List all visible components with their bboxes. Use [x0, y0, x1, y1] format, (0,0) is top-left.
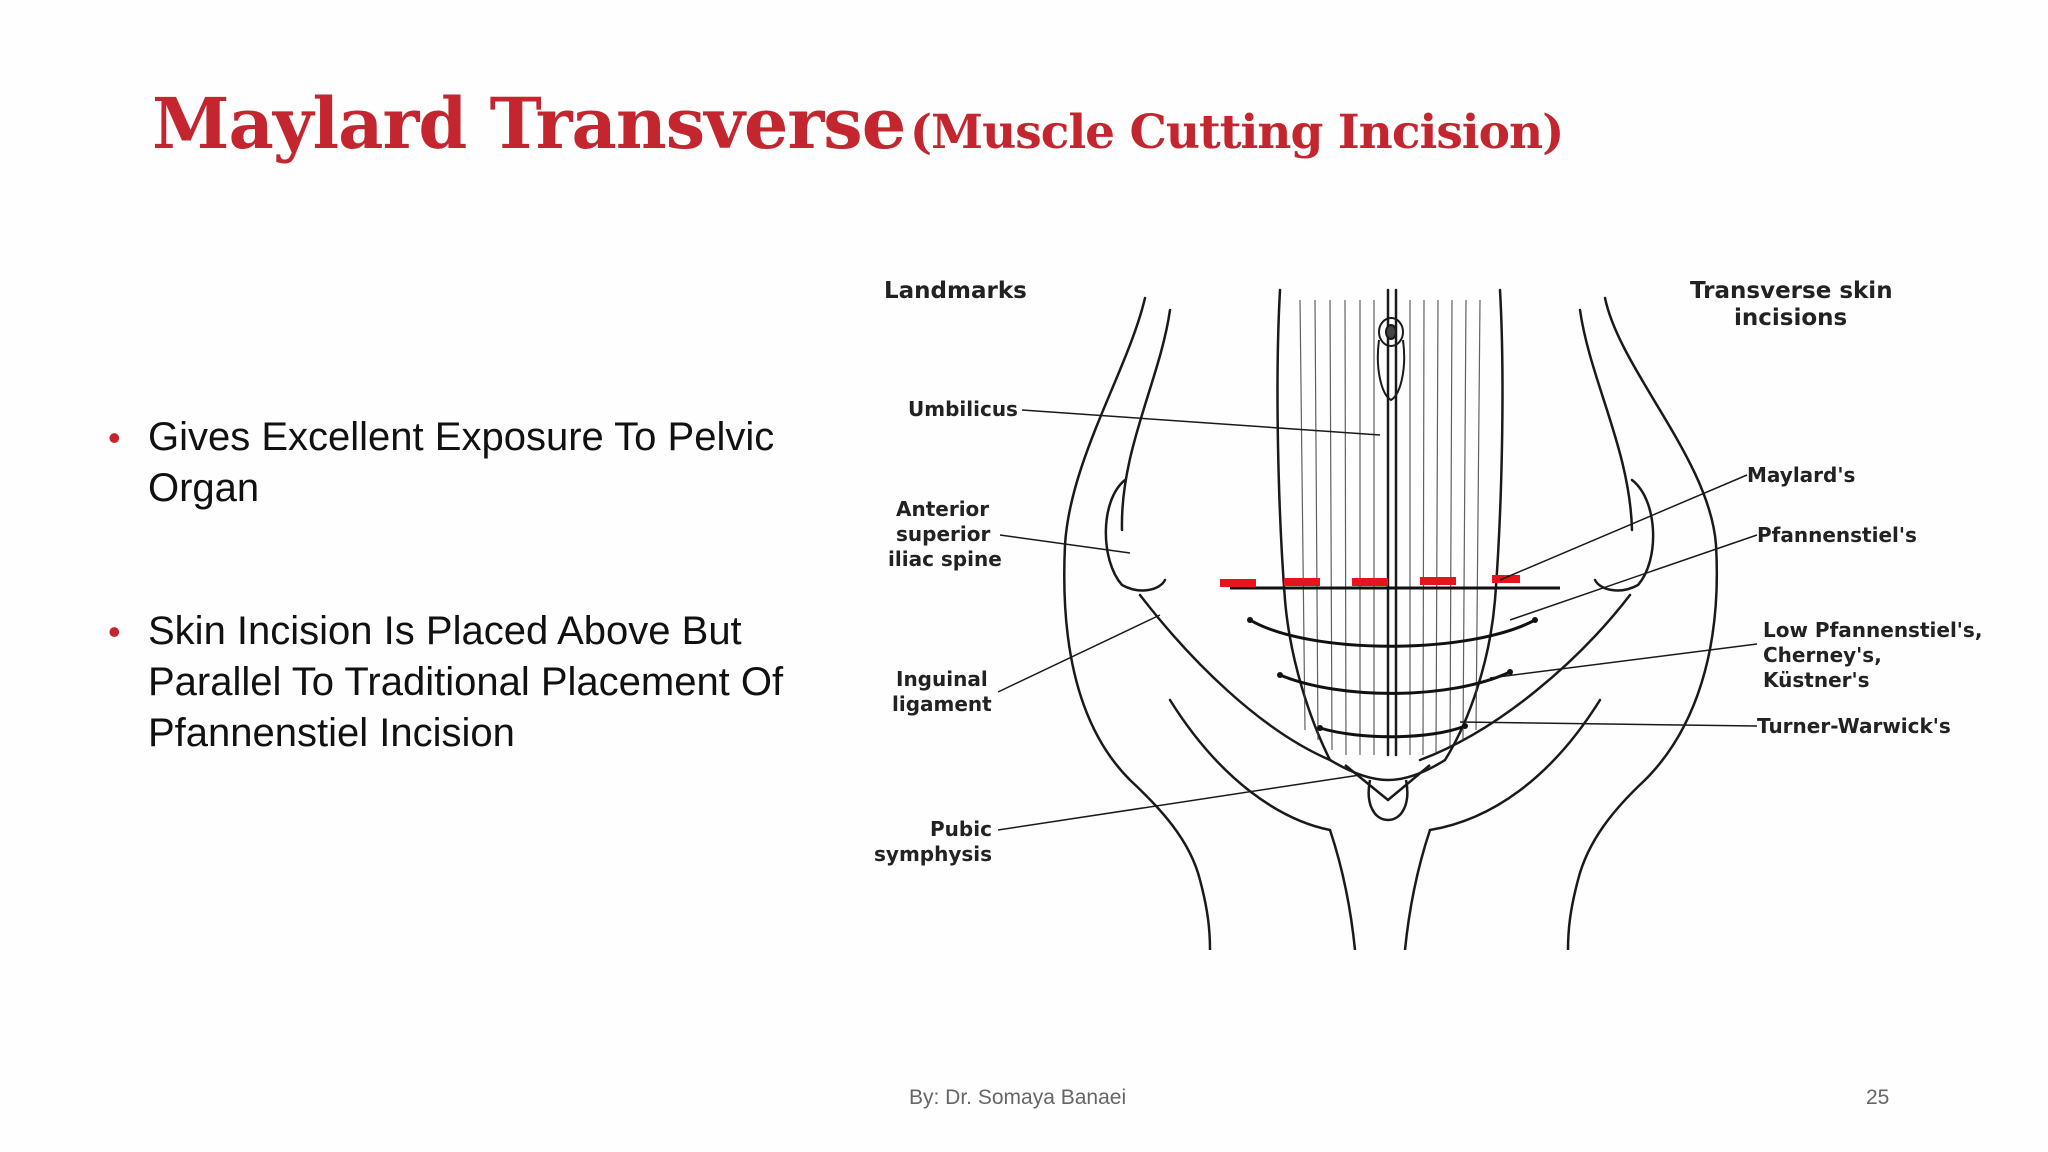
pubic-symphysis-shape — [1329, 758, 1446, 822]
thigh-line-left — [1328, 828, 1357, 950]
abdominal-incision-diagram: Landmarks Transverse skin incisions Umbi… — [874, 278, 1982, 950]
heading-incisions-line1: Transverse skin — [1690, 278, 1893, 304]
title-main: Maylard Transverse — [152, 82, 906, 165]
bullet-text: Gives Excellent Exposure To Pelvic Organ — [148, 415, 775, 510]
label-turner-warwick: Turner-Warwick's — [1757, 714, 1951, 738]
body-outline-left — [1063, 296, 1212, 950]
bullet-item: • Skin Incision Is Placed Above But Para… — [102, 606, 802, 759]
heading-incisions-line2: incisions — [1734, 305, 1847, 331]
thigh-line-right — [1403, 828, 1432, 950]
bullet-text: Skin Incision Is Placed Above But Parall… — [148, 609, 784, 755]
label-pfannenstiels: Pfannenstiel's — [1757, 523, 1917, 547]
body-outline-left-inner — [1120, 308, 1172, 532]
label-inguinal-line2: ligament — [892, 692, 992, 716]
maylard-red-dashed-marker — [1220, 575, 1520, 587]
bullet-dot-icon: • — [108, 417, 121, 458]
label-asis-line3: iliac spine — [888, 547, 1002, 571]
label-pubic-line2: symphysis — [874, 842, 992, 866]
incision-lines — [1230, 586, 1560, 739]
body-outline-right — [1566, 296, 1719, 950]
label-maylards: Maylard's — [1747, 463, 1855, 487]
page-number: 25 — [1866, 1086, 1890, 1109]
groin-right — [1428, 698, 1602, 832]
incision-endpoints — [1247, 617, 1538, 731]
turner-warwick-incision-line — [1319, 724, 1466, 739]
iliac-left — [1104, 478, 1167, 592]
inguinal-left — [1138, 593, 1332, 762]
bullet-item: • Gives Excellent Exposure To Pelvic Org… — [102, 412, 802, 514]
pfannenstiel-incision-line — [1249, 618, 1536, 648]
groin-left — [1168, 698, 1332, 832]
rectus-right-edge — [1443, 288, 1504, 762]
label-low-pfannenstiel-line3: Küstner's — [1763, 668, 1870, 692]
low-pfannenstiel-incision-line — [1279, 670, 1511, 695]
footer-author: By: Dr. Somaya Banaei — [909, 1086, 1127, 1109]
label-asis-line2: superior — [896, 522, 990, 546]
label-low-pfannenstiel-line2: Cherney's, — [1763, 643, 1882, 667]
umbilicus-icon — [1376, 317, 1406, 402]
label-inguinal-line1: Inguinal — [896, 667, 988, 691]
heading-landmarks: Landmarks — [884, 278, 1027, 304]
inguinal-right — [1418, 593, 1632, 762]
body-outline-right-inner — [1578, 308, 1634, 532]
slide-title: Maylard Transverse (Muscle Cutting Incis… — [152, 82, 1565, 165]
label-low-pfannenstiel-line1: Low Pfannenstiel's, — [1763, 618, 1982, 642]
rectus-left-edge — [1276, 288, 1332, 762]
muscle-striations — [1299, 299, 1481, 756]
bullet-list: • Gives Excellent Exposure To Pelvic Org… — [102, 412, 802, 759]
label-pubic-line1: Pubic — [930, 817, 992, 841]
label-asis-line1: Anterior — [896, 497, 989, 521]
title-subtitle: (Muscle Cutting Incision) — [909, 105, 1565, 160]
bullet-dot-icon: • — [108, 611, 121, 652]
label-umbilicus: Umbilicus — [908, 397, 1018, 421]
iliac-right — [1593, 478, 1655, 592]
leader-lines — [997, 409, 1758, 831]
